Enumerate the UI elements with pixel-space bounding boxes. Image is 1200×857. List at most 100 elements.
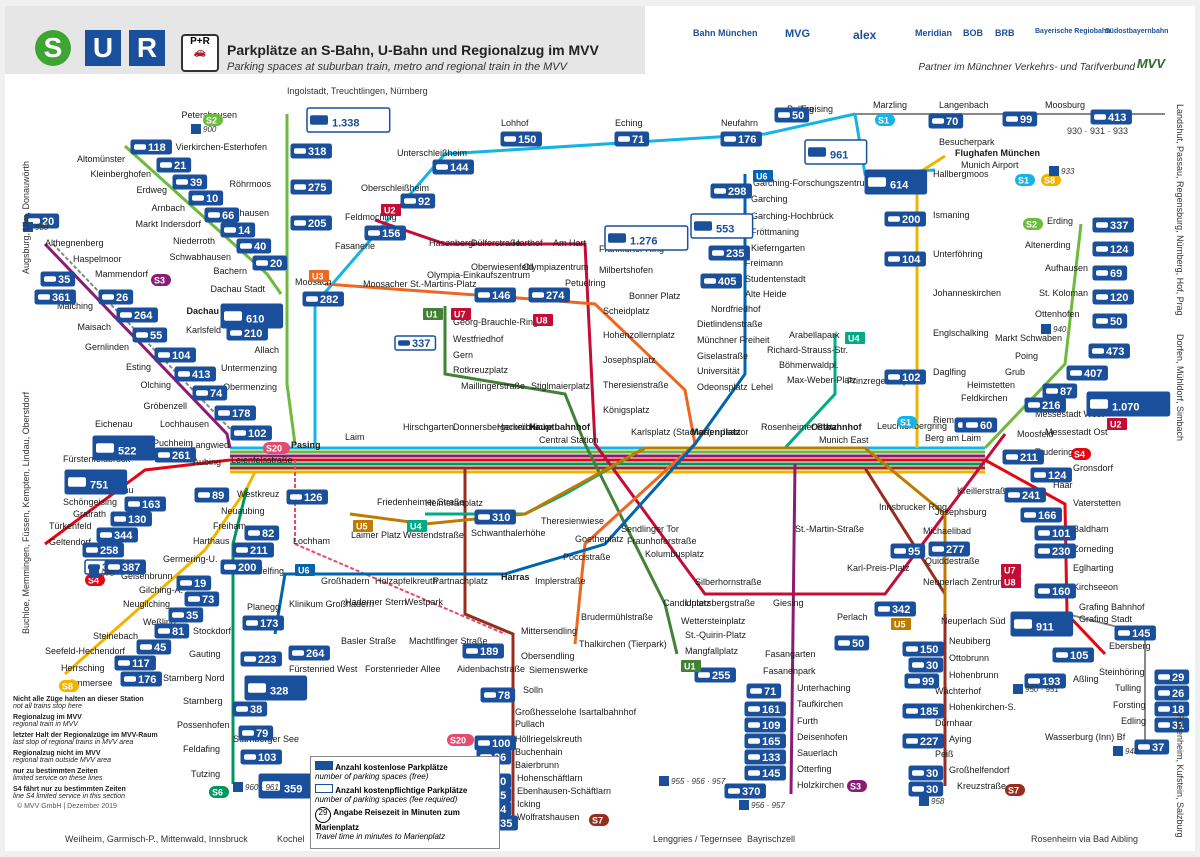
parking-box: 145	[744, 765, 786, 781]
parking-box-bg	[288, 645, 330, 661]
car-icon	[218, 410, 230, 416]
car-icon	[608, 233, 626, 243]
parking-count: 165	[762, 736, 780, 748]
parking-count: 210	[244, 328, 262, 340]
station-label: Erding	[1047, 216, 1073, 226]
station-label: Marzling	[873, 100, 907, 110]
parking-box-bg	[700, 273, 742, 289]
station-label: Michaelibad	[923, 526, 971, 536]
parking-count: 553	[716, 224, 734, 236]
car-icon	[1158, 722, 1170, 728]
parking-box: 70	[928, 113, 964, 129]
station-label: Hohenschäftlarn	[517, 773, 583, 783]
car-icon	[1096, 246, 1108, 252]
station-label: Wettersteinplatz	[681, 616, 746, 626]
parking-box: 30	[908, 657, 944, 673]
parking-count: 200	[902, 214, 920, 226]
station-label: Gräfelfing	[245, 566, 284, 576]
line-s3-b	[52, 243, 236, 435]
station-label: Pullach	[515, 719, 545, 729]
station-label: Gernlinden	[85, 342, 129, 352]
station-label: Marienplatz	[691, 427, 741, 437]
car-icon	[96, 443, 114, 453]
parking-box: 413	[174, 366, 216, 382]
parking-count: 387	[122, 562, 140, 574]
parking-count: 71	[632, 134, 644, 146]
parking-box-bg	[220, 559, 262, 575]
parking-box-bg	[226, 325, 268, 341]
parking-box-bg	[774, 107, 810, 123]
line-badge-label: U7	[1004, 566, 1016, 576]
parking-box: 38	[232, 701, 268, 717]
parking-box-bg	[120, 671, 162, 687]
station-label: Gronsdorf	[1073, 463, 1114, 473]
station-label: Neugilching	[123, 599, 170, 609]
station-label: Steinebach	[93, 631, 138, 641]
parking-count: 166	[1038, 510, 1056, 522]
line-badge: S4	[1071, 448, 1091, 460]
station-label: Markt Indersdorf	[135, 219, 201, 229]
line-badge-bg	[353, 520, 373, 532]
partner-logo-bob: BOB	[963, 28, 983, 38]
parking-count: 160	[1052, 586, 1070, 598]
station-label: Buchenhain	[515, 747, 563, 757]
parking-count: 1.338	[332, 118, 360, 130]
parking-count: 124	[1048, 470, 1067, 482]
car-icon	[912, 786, 924, 792]
parking-box: 337	[1092, 217, 1134, 233]
station-label: Mammendorf	[95, 269, 149, 279]
parking-box-bg	[132, 327, 168, 343]
parking-box: 342	[874, 601, 916, 617]
parking-box: 99	[904, 673, 940, 689]
parking-box: 118	[130, 139, 172, 155]
car-icon	[198, 492, 210, 498]
parking-box: 92	[400, 193, 436, 209]
parking-box: 102	[230, 425, 272, 441]
car-icon	[180, 580, 192, 586]
line-s4-geltendorf	[44, 458, 231, 546]
car-icon	[878, 606, 890, 612]
parking-box-bg	[604, 225, 689, 251]
station-label: Implerstraße	[535, 576, 586, 586]
station-label: Grafing Stadt	[1079, 614, 1133, 624]
parking-box-bg	[1002, 111, 1038, 127]
station-label: Arnbach	[151, 203, 185, 213]
parking-box-bg	[708, 245, 750, 261]
parking-count: 407	[1084, 368, 1102, 380]
line-badge-label: U7	[454, 310, 466, 320]
regional-line-numbers: 950 · 951	[1025, 685, 1059, 694]
parking-box: 124	[1030, 467, 1072, 483]
line-badge-bg	[59, 680, 79, 692]
edge-label-left-top: Augsburg, Ulm, Donauwörth	[21, 161, 31, 274]
car-icon	[1028, 678, 1040, 684]
station-label: Thalkirchen (Tierpark)	[579, 639, 667, 649]
parking-box: 751	[64, 469, 128, 495]
station-label: Peiß	[935, 749, 954, 759]
parking-box-bg	[192, 385, 228, 401]
parking-box-bg	[744, 749, 786, 765]
station-label: Fasanerie	[335, 241, 375, 251]
regional-note: 950 · 951	[1013, 684, 1059, 694]
car-icon	[712, 250, 724, 256]
regional-note: 958	[919, 796, 945, 806]
regional-train-icon	[89, 568, 99, 578]
parking-box-bg	[1114, 625, 1156, 641]
parking-box: 337	[394, 335, 437, 351]
line-badge-bg	[423, 308, 443, 320]
parking-box: 50	[1092, 313, 1128, 329]
car-icon	[698, 672, 710, 678]
station-label: Fraunhoferstraße	[627, 536, 697, 546]
parking-box-bg	[1066, 365, 1108, 381]
s-bahn-logo-icon: S	[35, 30, 71, 66]
parking-box: 60	[962, 417, 998, 433]
parking-count: 19	[194, 578, 206, 590]
parking-box-bg	[168, 607, 204, 623]
parking-box: 50	[774, 107, 810, 123]
station-label: Poccistraße	[563, 552, 611, 562]
station-label: Olching	[140, 380, 171, 390]
regional-line-numbers: 948	[1125, 747, 1139, 756]
station-label: Wolfratshausen	[517, 812, 579, 822]
station-label: Kleinberghofen	[90, 169, 151, 179]
parking-count: 103	[258, 752, 276, 764]
car-icon	[1096, 222, 1108, 228]
